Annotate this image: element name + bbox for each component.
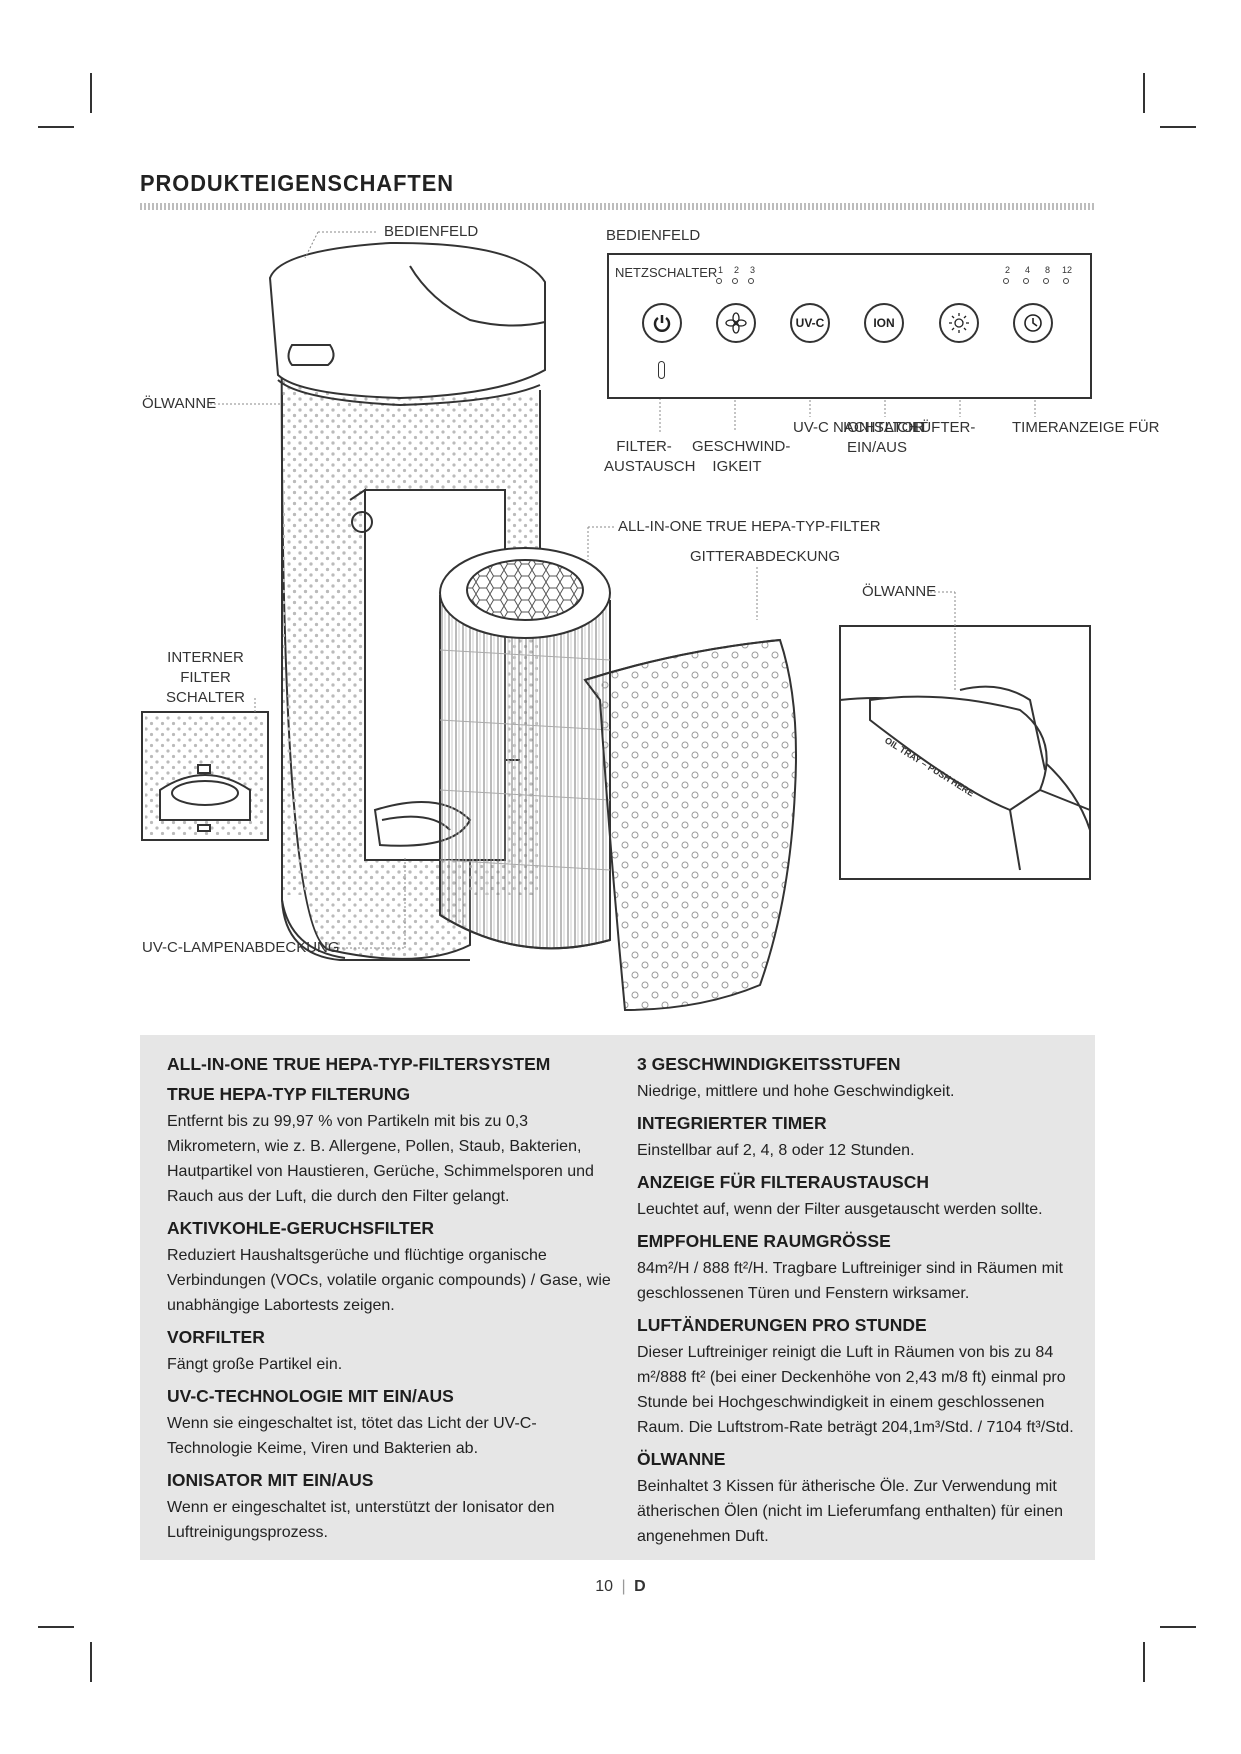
feature-text: Niedrige, mittlere und hohe Geschwindigk… (637, 1079, 1082, 1104)
timer-number: 2 (1005, 265, 1010, 275)
feature-heading: AKTIVKOHLE-GERUCHSFILTER (167, 1217, 612, 1239)
speed-indicator (748, 278, 754, 284)
label-timeranzeige: TIMERANZEIGE FÜR (1012, 418, 1160, 438)
label-bedienfeld-top: BEDIENFELD (384, 222, 478, 242)
feature-text: Beinhaltet 3 Kissen für ätherische Öle. … (637, 1474, 1082, 1549)
feature-text: Einstellbar auf 2, 4, 8 oder 12 Stunden. (637, 1138, 1082, 1163)
footer-separator: | (622, 1578, 626, 1595)
hepa-filter (440, 548, 610, 948)
page-number: 10 (595, 1578, 613, 1595)
speed-number: 1 (718, 265, 723, 275)
speed-number: 3 (750, 265, 755, 275)
feature-heading: LUFTÄNDERUNGEN PRO STUNDE (637, 1314, 1082, 1336)
label-bedienfeld-panel: BEDIENFELD (606, 226, 700, 246)
feature-text: 84m²/H / 888 ft²/H. Tragbare Luftreinige… (637, 1256, 1082, 1306)
features-right-column: 3 GESCHWINDIGKEITSSTUFEN Niedrige, mittl… (637, 1053, 1082, 1557)
feature-heading: ÖLWANNE (637, 1448, 1082, 1470)
feature-heading: UV-C-TECHNOLOGIE MIT EIN/AUS (167, 1385, 612, 1407)
feature-heading: TRUE HEPA-TYP FILTERUNG (167, 1083, 612, 1105)
inset-filter-switch (142, 712, 268, 840)
mesh-cover (585, 640, 796, 1010)
inset-oil-tray (840, 626, 1090, 879)
page-footer: 10 | D (0, 1578, 1241, 1596)
timer-number: 12 (1062, 265, 1072, 275)
feature-heading: IONISATOR MIT EIN/AUS (167, 1469, 612, 1491)
feature-text: Dieser Luftreiniger reinigt die Luft in … (637, 1340, 1082, 1440)
timer-number: 8 (1045, 265, 1050, 275)
feature-text: Reduziert Haushaltsgerüche und flüchtige… (167, 1243, 612, 1318)
timer-number: 4 (1025, 265, 1030, 275)
label-oelwanne-right: ÖLWANNE (862, 582, 936, 602)
label-uvc-lampenabdeckung: UV-C-LAMPENABDECKUNG (142, 938, 340, 958)
filter-indicator-light (658, 361, 665, 379)
crop-mark (1143, 1642, 1145, 1682)
ion-button[interactable]: ION (864, 303, 904, 343)
timer-indicator (1003, 278, 1009, 284)
fan-icon[interactable] (716, 303, 756, 343)
feature-box: ALL-IN-ONE TRUE HEPA-TYP-FILTERSYSTEM TR… (140, 1035, 1095, 1560)
feature-text: Entfernt bis zu 99,97 % von Partikeln mi… (167, 1109, 612, 1209)
feature-text: Wenn er eingeschaltet ist, unterstützt d… (167, 1495, 612, 1545)
control-panel: NETZSCHALTER 1 2 3 2 4 8 12 UV-C ION (607, 253, 1092, 399)
label-filter-austausch: FILTER- AUSTAUSCH (604, 437, 684, 477)
features-left-column: ALL-IN-ONE TRUE HEPA-TYP-FILTERSYSTEM TR… (167, 1053, 612, 1553)
light-icon[interactable] (939, 303, 979, 343)
feature-heading: 3 GESCHWINDIGKEITSSTUFEN (637, 1053, 1082, 1075)
feature-heading: ANZEIGE FÜR FILTERAUSTAUSCH (637, 1171, 1082, 1193)
timer-indicator (1043, 278, 1049, 284)
speed-indicator (716, 278, 722, 284)
timer-indicator (1023, 278, 1029, 284)
label-geschwindigkeit: GESCHWIND- IGKEIT (692, 437, 782, 477)
label-oelwanne-left: ÖLWANNE (142, 394, 216, 414)
crop-mark (1160, 1626, 1196, 1628)
speed-indicator (732, 278, 738, 284)
crop-mark (90, 1642, 92, 1682)
feature-text: Wenn sie eingeschaltet ist, tötet das Li… (167, 1411, 612, 1461)
label-ein-aus: EIN/AUS (847, 438, 907, 458)
label-luefter: LÜFTER- (912, 418, 975, 438)
feature-heading: VORFILTER (167, 1326, 612, 1348)
timer-indicator (1063, 278, 1069, 284)
feature-text: Fängt große Partikel ein. (167, 1352, 612, 1377)
language-code: D (634, 1578, 646, 1595)
feature-heading: ALL-IN-ONE TRUE HEPA-TYP-FILTERSYSTEM (167, 1053, 612, 1075)
uvc-button[interactable]: UV-C (790, 303, 830, 343)
netzschalter-label: NETZSCHALTER (615, 263, 717, 283)
label-hepa-filter: ALL-IN-ONE TRUE HEPA-TYP-FILTER (618, 517, 881, 537)
label-interner-filter-schalter: INTERNER FILTER SCHALTER (148, 648, 263, 708)
power-icon[interactable] (642, 303, 682, 343)
crop-mark (38, 1626, 74, 1628)
feature-heading: INTEGRIERTER TIMER (637, 1112, 1082, 1134)
label-gitterabdeckung: GITTERABDECKUNG (690, 547, 840, 567)
feature-heading: EMPFOHLENE RAUMGRÖSSE (637, 1230, 1082, 1252)
clock-icon[interactable] (1013, 303, 1053, 343)
speed-number: 2 (734, 265, 739, 275)
feature-text: Leuchtet auf, wenn der Filter ausgetausc… (637, 1197, 1082, 1222)
